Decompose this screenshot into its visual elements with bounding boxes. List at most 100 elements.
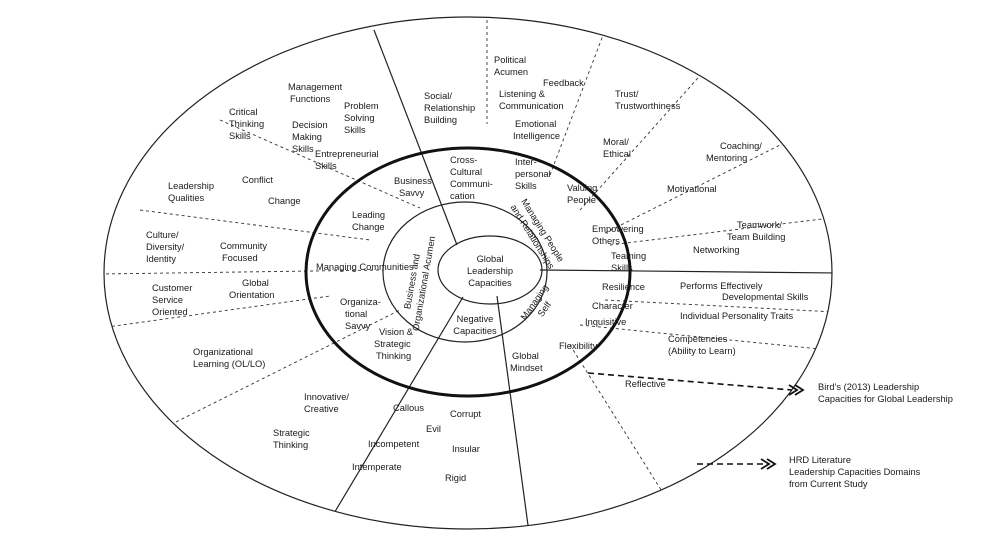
- middle-ring-border: [304, 146, 632, 398]
- svg-text:Strategic: Strategic: [374, 339, 411, 349]
- divider-9: [219, 119, 421, 209]
- divider-self-negative: [496, 295, 531, 529]
- core-line-1: Global: [477, 254, 504, 264]
- mid-valuing-people: Valuing People: [567, 183, 597, 205]
- outer-community-focused: Community Focused: [220, 241, 267, 263]
- svg-text:Innovative/: Innovative/: [304, 392, 349, 402]
- core-line-3: Capacities: [468, 278, 512, 288]
- negative-item-incompetent: Incompetent: [368, 439, 420, 449]
- svg-text:Political: Political: [494, 55, 526, 65]
- svg-text:Skills: Skills: [229, 131, 251, 141]
- mid-vision-strategic: Vision & Strategic Thinking: [374, 327, 414, 361]
- svg-text:Social/: Social/: [424, 91, 452, 101]
- negative-item-evil: Evil: [426, 424, 441, 434]
- outer-entrepreneurial: Entrepreneurial Skills: [315, 149, 379, 171]
- svg-text:Teamwork/: Teamwork/: [737, 220, 782, 230]
- negative-item-corrupt: Corrupt: [450, 409, 481, 419]
- divider-people-self: [539, 269, 832, 274]
- outer-moral: Moral/ Ethical: [603, 137, 631, 159]
- divider-6: [604, 299, 832, 313]
- svg-text:Negative: Negative: [457, 314, 494, 324]
- mid-business-savvy: Business Savvy: [394, 176, 432, 198]
- svg-text:Skills: Skills: [344, 125, 366, 135]
- outer-teamwork: Teamwork/ Team Building: [727, 220, 785, 242]
- divider-business-people: [373, 29, 458, 246]
- svg-text:Listening &: Listening &: [499, 89, 546, 99]
- mid-flexibility: Flexibility: [559, 341, 598, 351]
- svg-text:Cultural: Cultural: [450, 167, 482, 177]
- svg-text:Change: Change: [352, 222, 385, 232]
- svg-text:Customer: Customer: [152, 283, 192, 293]
- outer-feedback: Feedback: [543, 78, 584, 88]
- outer-listening: Listening & Communication: [499, 89, 564, 111]
- divider-5: [609, 217, 831, 246]
- core-line-2: Leadership: [467, 266, 513, 276]
- outer-networking: Networking: [693, 245, 740, 255]
- svg-text:Capacities for Global Leadersh: Capacities for Global Leadership: [818, 394, 953, 404]
- svg-text:Leadership: Leadership: [168, 181, 214, 191]
- mid-leading-change: Leading Change: [352, 210, 385, 232]
- mid-teaming-skills: Teaming Skills: [611, 251, 646, 273]
- mid-empowering-others: Empowering Others: [592, 224, 644, 246]
- svg-text:personal: personal: [515, 169, 551, 179]
- negative-item-intemperate: Intemperate: [352, 462, 402, 472]
- outer-customer-service: Customer Service Oriented: [152, 283, 192, 317]
- svg-text:cation: cation: [450, 191, 475, 201]
- svg-text:Global: Global: [512, 351, 539, 361]
- legend-birds: Bird’s (2013) Leadership Capacities for …: [818, 382, 953, 404]
- divider-2: [549, 29, 606, 176]
- outer-global-orientation: Global Orientation: [229, 278, 274, 300]
- outer-performs-effectively: Performs Effectively: [680, 281, 763, 291]
- svg-text:Leadership Capacities Domains: Leadership Capacities Domains: [789, 467, 921, 477]
- svg-text:Savvy: Savvy: [345, 321, 371, 331]
- outer-political-acumen: Political Acumen: [494, 55, 528, 77]
- outer-change: Change: [268, 196, 301, 206]
- mid-interpersonal: Inter- personal Skills: [515, 157, 551, 191]
- svg-text:Coaching/: Coaching/: [720, 141, 762, 151]
- outer-culture-diversity: Culture/ Diversity/ Identity: [146, 230, 185, 264]
- svg-text:Critical: Critical: [229, 107, 257, 117]
- outer-critical-thinking: Critical Thinking Skills: [229, 107, 264, 141]
- svg-text:from Current Study: from Current Study: [789, 479, 868, 489]
- svg-text:Communication: Communication: [499, 101, 564, 111]
- svg-text:Qualities: Qualities: [168, 193, 205, 203]
- mid-inquisitive: Inquisitive: [585, 317, 626, 327]
- mid-global-mindset: Global Mindset: [510, 351, 543, 373]
- svg-text:Teaming: Teaming: [611, 251, 646, 261]
- svg-text:Problem: Problem: [344, 101, 379, 111]
- outer-reflective: Reflective: [625, 379, 666, 389]
- svg-text:Valuing: Valuing: [567, 183, 597, 193]
- svg-text:Building: Building: [424, 115, 457, 125]
- svg-text:Solving: Solving: [344, 113, 375, 123]
- svg-text:Oriented: Oriented: [152, 307, 188, 317]
- divider-11: [104, 269, 384, 275]
- negative-item-insular: Insular: [452, 444, 480, 454]
- svg-text:Skills: Skills: [611, 263, 633, 273]
- legend-birds-pointer: [587, 372, 805, 396]
- outer-problem-solving: Problem Solving Skills: [344, 101, 379, 135]
- svg-text:Creative: Creative: [304, 404, 339, 414]
- svg-text:Communi-: Communi-: [450, 179, 493, 189]
- svg-text:Cross-: Cross-: [450, 155, 477, 165]
- svg-text:Skills: Skills: [292, 144, 314, 154]
- legend-hrd: HRD Literature Leadership Capacities Dom…: [789, 455, 921, 489]
- outer-innovative: Innovative/ Creative: [304, 392, 349, 414]
- outer-strategic-thinking: Strategic Thinking: [273, 428, 310, 450]
- svg-text:Bird’s (2013) Leadership: Bird’s (2013) Leadership: [818, 382, 919, 392]
- svg-text:Competencies: Competencies: [668, 334, 728, 344]
- outer-motivational: Motivational: [667, 184, 717, 194]
- mid-organizational-savvy: Organiza- tional Savvy: [340, 297, 381, 331]
- mid-character: Character: [592, 301, 633, 311]
- svg-text:tional: tional: [345, 309, 367, 319]
- outer-coaching: Coaching/ Mentoring: [706, 141, 762, 163]
- svg-text:Skills: Skills: [315, 161, 337, 171]
- outer-leadership-qualities: Leadership Qualities: [168, 181, 214, 203]
- svg-text:Thinking: Thinking: [273, 440, 308, 450]
- svg-text:People: People: [567, 195, 596, 205]
- outer-organizational-learning: Organizational Learning (OL/LO): [193, 347, 265, 369]
- svg-text:Empowering: Empowering: [592, 224, 644, 234]
- svg-text:Savvy: Savvy: [399, 188, 425, 198]
- svg-text:Ethical: Ethical: [603, 149, 631, 159]
- svg-text:Entrepreneurial: Entrepreneurial: [315, 149, 379, 159]
